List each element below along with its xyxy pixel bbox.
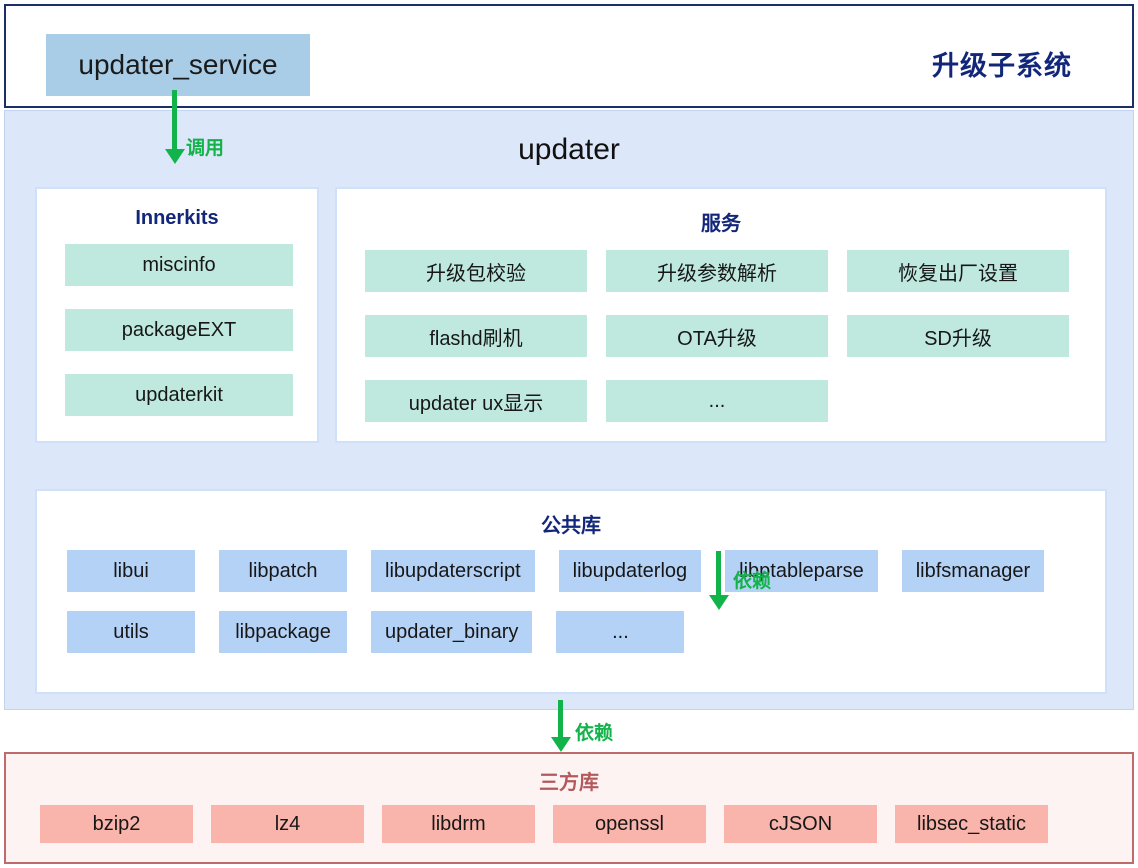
services-item[interactable]: updater ux显示 — [365, 380, 587, 422]
updater-service-box[interactable]: updater_service — [46, 34, 310, 96]
third-party-item-label: libsec_static — [917, 812, 1026, 835]
third-party-title: 三方库 — [539, 772, 599, 794]
innerkits-item-label: miscinfo — [142, 253, 216, 276]
third-party-item[interactable]: lz4 — [211, 805, 364, 843]
common-library-item-label: ... — [612, 620, 629, 643]
innerkits-item-label: packageEXT — [121, 318, 237, 341]
call-arrow-service-to-updater — [172, 90, 177, 150]
innerkits-item[interactable]: packageEXT — [65, 309, 293, 351]
services-item[interactable]: ... — [606, 380, 828, 422]
updater-service-label: updater_service — [78, 49, 278, 80]
call-arrow-label: 调用 — [186, 138, 225, 159]
third-party-item-list: bzip2 lz4 libdrm openssl cJSON libsec_st… — [6, 795, 1132, 843]
third-party-item-label: bzip2 — [92, 812, 141, 835]
innerkits-panel: Innerkits miscinfo packageEXT updaterkit — [35, 187, 319, 443]
services-item[interactable]: OTA升级 — [606, 315, 828, 357]
services-item-label: flashd刷机 — [429, 327, 523, 350]
services-item[interactable]: 恢复出厂设置 — [847, 250, 1069, 292]
innerkits-title: Innerkits — [135, 207, 219, 229]
services-item-label: 恢复出厂设置 — [898, 262, 1018, 285]
services-item-label: ... — [708, 389, 726, 412]
services-item-list: 升级包校验 升级参数解析 恢复出厂设置 flashd刷机 OTA升级 SD升级 … — [337, 236, 1105, 445]
common-library-panel: 公共库 libui libpatch libupdaterscript libu… — [35, 489, 1107, 694]
services-panel: 服务 升级包校验 升级参数解析 恢复出厂设置 flashd刷机 OTA升级 SD… — [335, 187, 1107, 443]
common-library-item-label: libfsmanager — [915, 559, 1031, 582]
dependency-arrow-services-to-commonlib — [716, 551, 721, 596]
third-party-item[interactable]: cJSON — [724, 805, 877, 843]
common-library-item-label: utils — [113, 620, 149, 643]
third-party-item[interactable]: openssl — [553, 805, 706, 843]
common-library-item[interactable]: libpackage — [219, 611, 347, 653]
innerkits-item-list: miscinfo packageEXT updaterkit — [37, 230, 317, 439]
common-library-item[interactable]: utils — [67, 611, 195, 653]
third-party-item[interactable]: libsec_static — [895, 805, 1048, 843]
common-library-item[interactable]: libupdaterlog — [558, 550, 702, 592]
dependency-arrow-label: 依赖 — [575, 723, 614, 744]
common-library-item-label: libpatch — [248, 559, 318, 582]
third-party-item[interactable]: bzip2 — [40, 805, 193, 843]
third-party-panel: 三方库 bzip2 lz4 libdrm openssl cJSON libse… — [4, 752, 1134, 864]
common-library-item[interactable]: libui — [67, 550, 195, 592]
services-title: 服务 — [701, 213, 741, 235]
services-item[interactable]: 升级参数解析 — [606, 250, 828, 292]
innerkits-item-label: updaterkit — [135, 383, 223, 406]
services-item-label: 升级包校验 — [426, 262, 526, 285]
common-library-item-label: libui — [113, 559, 149, 582]
services-item[interactable]: SD升级 — [847, 315, 1069, 357]
third-party-item-label: lz4 — [274, 812, 301, 835]
header-band: updater_service 升级子系统 — [4, 4, 1134, 108]
common-library-item-label: libpackage — [235, 620, 331, 643]
updater-container: updater Innerkits miscinfo packageEXT up… — [4, 110, 1134, 710]
common-library-item-label: libptableparse — [739, 559, 864, 582]
innerkits-item[interactable]: miscinfo — [65, 244, 293, 286]
third-party-item-label: libdrm — [431, 812, 486, 835]
common-library-item-list: libui libpatch libupdaterscript libupdat… — [37, 538, 1105, 672]
common-library-item-label: libupdaterscript — [385, 559, 521, 582]
services-item[interactable]: 升级包校验 — [365, 250, 587, 292]
common-library-item[interactable]: libfsmanager — [901, 550, 1045, 592]
services-item-label: SD升级 — [924, 327, 992, 350]
common-library-item[interactable]: libpatch — [219, 550, 347, 592]
third-party-item-label: cJSON — [768, 812, 833, 835]
dependency-arrow-updater-to-thirdparty — [558, 700, 563, 738]
common-library-item[interactable]: ... — [556, 611, 685, 653]
innerkits-item[interactable]: updaterkit — [65, 374, 293, 416]
common-library-item[interactable]: libptableparse — [725, 550, 878, 592]
updater-title: updater — [518, 133, 620, 166]
dependency-arrow-label: 依赖 — [733, 571, 772, 592]
common-library-title: 公共库 — [541, 515, 601, 537]
services-item-label: 升级参数解析 — [657, 262, 777, 285]
third-party-item-label: openssl — [595, 812, 664, 835]
common-library-item-label: libupdaterlog — [572, 559, 688, 582]
services-item[interactable]: flashd刷机 — [365, 315, 587, 357]
services-item-label: updater ux显示 — [408, 392, 544, 415]
subsystem-title: 升级子系统 — [932, 51, 1072, 81]
third-party-item[interactable]: libdrm — [382, 805, 535, 843]
common-library-item[interactable]: libupdaterscript — [371, 550, 535, 592]
common-library-item[interactable]: updater_binary — [371, 611, 533, 653]
common-library-item-label: updater_binary — [385, 620, 519, 643]
services-item-label: OTA升级 — [677, 327, 757, 350]
